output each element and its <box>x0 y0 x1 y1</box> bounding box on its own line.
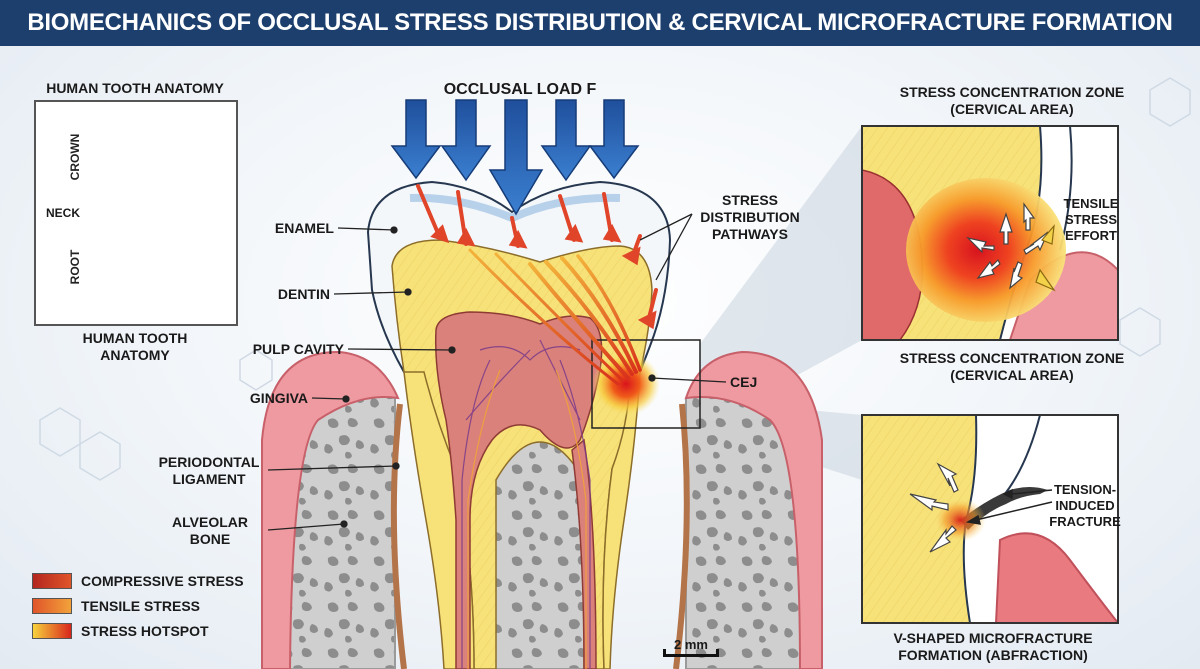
legend-item-hotspot: STRESS HOTSPOT <box>32 618 244 643</box>
root-right <box>602 371 641 669</box>
periodontal-ligament-right <box>673 403 690 669</box>
anatomy-bracket-crown: CROWN <box>68 133 82 181</box>
anatomy-bracket-root: ROOT <box>68 249 82 285</box>
legend-item-tensile: TENSILE STRESS <box>32 593 244 618</box>
pathways-label: STRESS DISTRIBUTION PATHWAYS <box>700 192 800 242</box>
fracture-annotation: TENSION- INDUCED FRACTURE <box>1049 482 1121 529</box>
pulp-cavity <box>434 311 603 669</box>
load-arrow-4 <box>540 99 592 182</box>
legend-swatch-compressive <box>32 572 72 589</box>
microfracture-caption: V-SHAPED MICROFRACTURE FORMATION (ABFRAC… <box>893 630 1093 663</box>
scale-bar <box>663 649 719 657</box>
periodontal-ligament <box>390 403 407 669</box>
anatomy-caption: HUMAN TOOTH ANATOMY <box>82 330 188 363</box>
pulp-vessels <box>467 369 587 669</box>
fracture-strain-arrows <box>909 462 959 553</box>
legend-swatch-hotspot <box>32 622 72 639</box>
enamel-label: ENAMEL <box>274 220 334 236</box>
background-hexagons <box>39 77 1191 481</box>
gingiva-label: GINGIVA <box>249 390 308 406</box>
legend-label-tensile: TENSILE STRESS <box>81 597 201 614</box>
page-title: BIOMECHANICS OF OCCLUSAL STRESS DISTRIBU… <box>0 0 1200 46</box>
fracture-leaders <box>965 488 1053 525</box>
stress-pathways <box>468 248 642 386</box>
pulp-cavity-label: PULP CAVITY <box>252 341 344 357</box>
anatomy-bracket-neck: NECK <box>46 206 81 220</box>
microfracture-inset <box>862 415 1118 623</box>
label-leaders <box>267 213 727 531</box>
alveolar-bone-label: ALVEOLAR BONE <box>172 514 248 547</box>
legend-label-hotspot: STRESS HOTSPOT <box>81 622 209 639</box>
stress-zone-title: STRESS CONCENTRATION ZONE (CERVICAL AREA… <box>899 84 1125 117</box>
cej-label: CEJ <box>730 374 758 390</box>
anatomy-heading: HUMAN TOOTH ANATOMY <box>46 80 224 96</box>
scale-label: 2 mm <box>674 637 708 652</box>
load-arrow-2 <box>440 99 492 182</box>
tensile-stress-arrows <box>966 202 1049 290</box>
load-arrow-3 <box>488 99 544 216</box>
periodontal-label: PERIODONTAL LIGAMENT <box>158 454 260 487</box>
tensile-stress-annotation: TENSILE STRESS EFFORT <box>1063 196 1119 243</box>
load-arrow-5 <box>588 99 640 180</box>
microfracture-inset-frame <box>861 414 1119 624</box>
occlusal-load-arrows <box>390 99 640 216</box>
legend-swatch-tensile <box>32 597 72 614</box>
cej-zoom-box <box>591 339 701 429</box>
stress-legend: COMPRESSIVE STRESS TENSILE STRESS STRESS… <box>32 568 244 643</box>
tensile-strain-arrows <box>1035 224 1056 292</box>
legend-item-compressive: COMPRESSIVE STRESS <box>32 568 244 593</box>
dentin-label: DENTIN <box>277 286 330 302</box>
stress-arrows <box>416 184 658 330</box>
legend-label-compressive: COMPRESSIVE STRESS <box>81 572 244 589</box>
stress-zone-inset-frame <box>861 125 1119 341</box>
gingiva-left <box>261 350 400 669</box>
pulp-nerves <box>461 339 591 669</box>
load-arrow-1 <box>390 99 442 180</box>
anatomy-box <box>34 100 238 326</box>
stress-zone-caption: STRESS CONCENTRATION ZONE (CERVICAL AREA… <box>899 350 1125 383</box>
load-label: OCCLUSAL LOAD F <box>443 81 597 98</box>
